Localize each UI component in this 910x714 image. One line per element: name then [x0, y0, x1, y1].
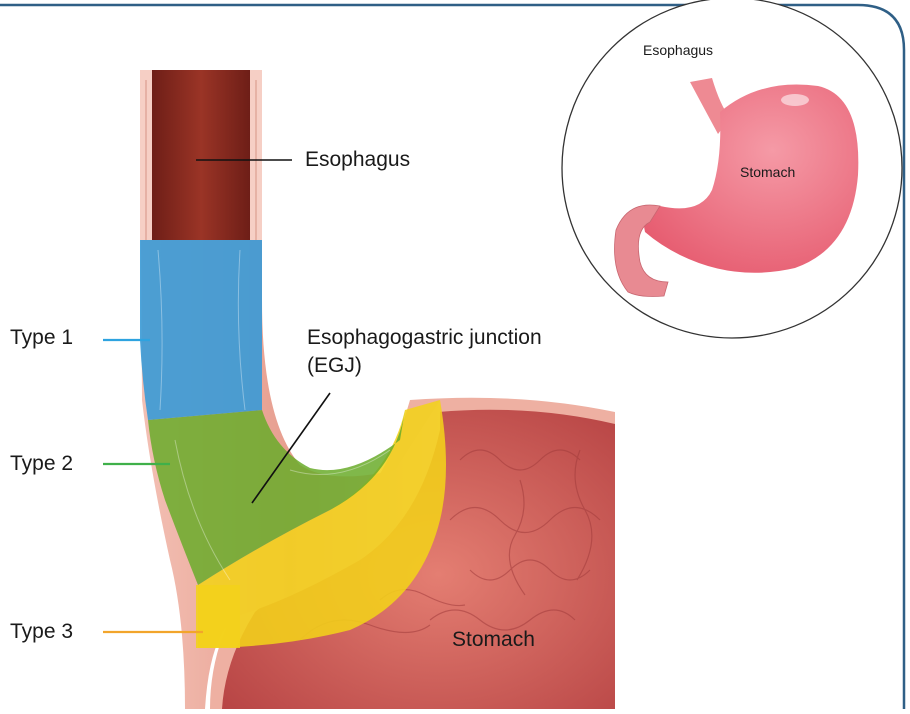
type1-region [140, 240, 262, 420]
inset-stomach-label: Stomach [740, 164, 795, 180]
type3-lower-band [196, 585, 240, 648]
egj-label-line1: Esophagogastric junction [307, 326, 542, 350]
stomach-label: Stomach [452, 628, 535, 652]
type1-label: Type 1 [10, 326, 73, 350]
egj-label-line2: (EGJ) [307, 354, 362, 378]
inset-stomach-diagram [562, 0, 902, 338]
type3-label: Type 3 [10, 620, 73, 644]
inset-esophagus-label: Esophagus [643, 42, 713, 58]
type2-label: Type 2 [10, 452, 73, 476]
esophagus-label: Esophagus [305, 148, 410, 172]
